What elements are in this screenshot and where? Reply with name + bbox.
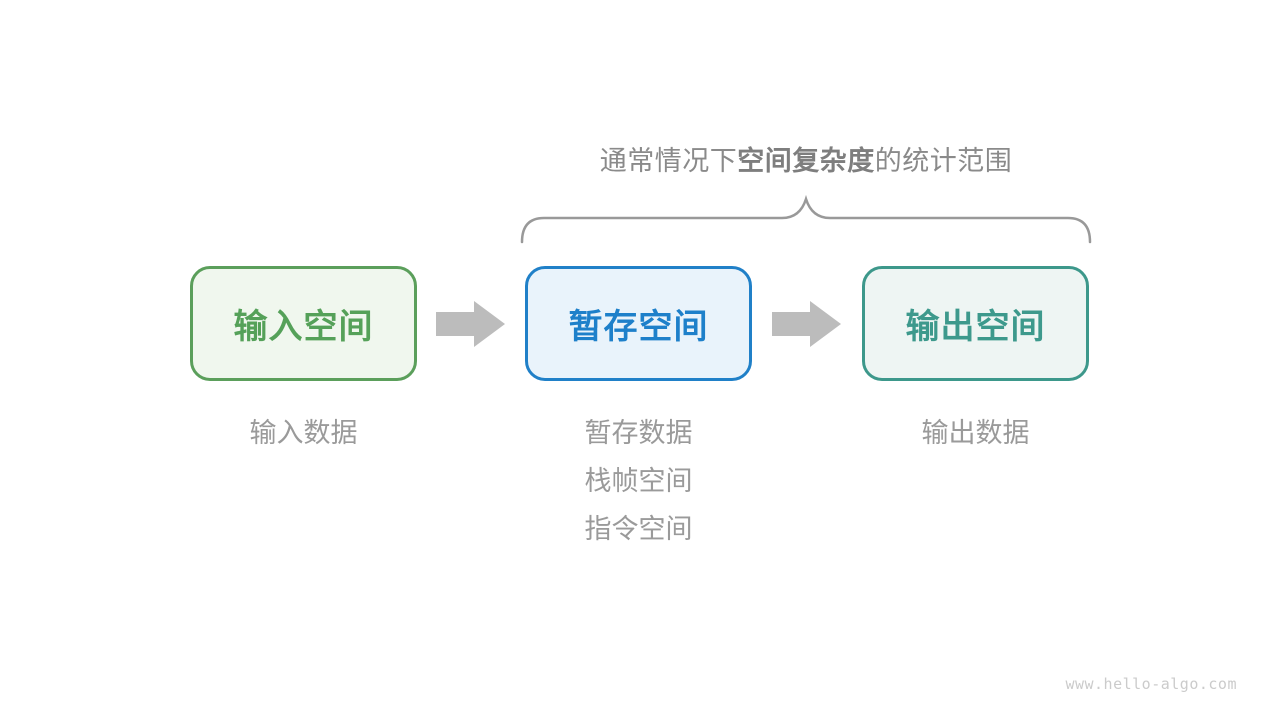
right-arrow-icon — [436, 301, 505, 347]
output-data-label: 输出数据 — [921, 418, 1030, 448]
input-data-label: 输入数据 — [249, 418, 358, 448]
temp-data-label: 暂存数据 — [584, 418, 693, 448]
title-bold-term: 空间复杂度 — [737, 146, 875, 176]
temp-space-label: 暂存空间 — [568, 308, 709, 346]
output-space-label: 输出空间 — [905, 308, 1046, 346]
watermark: www.hello-algo.com — [1065, 675, 1237, 693]
diagram-title: 通常情况下空间复杂度的统计范围 — [520, 145, 1092, 177]
curly-brace — [520, 194, 1092, 244]
stack-frame-space-label: 栈帧空间 — [584, 466, 693, 496]
right-arrow-icon — [772, 301, 841, 347]
title-prefix: 通常情况下 — [599, 146, 738, 176]
temp-space-box: 暂存空间 — [525, 266, 752, 381]
instruction-space-label: 指令空间 — [584, 514, 693, 544]
input-space-label: 输入空间 — [233, 308, 374, 346]
input-space-box: 输入空间 — [190, 266, 417, 381]
output-space-box: 输出空间 — [862, 266, 1089, 381]
title-suffix: 的统计范围 — [874, 146, 1013, 176]
